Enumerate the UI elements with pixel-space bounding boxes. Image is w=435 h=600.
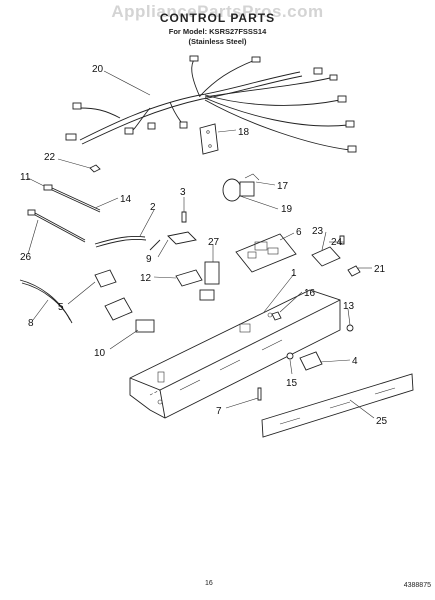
- callout-25: 25: [376, 416, 388, 427]
- callout-2: 2: [150, 202, 156, 213]
- callout-17: 17: [277, 181, 289, 192]
- callout-15: 15: [286, 378, 298, 389]
- leader-lines: [27, 70, 375, 419]
- callout-6: 6: [296, 227, 302, 238]
- wire-harness-drawing: [65, 55, 357, 153]
- watermark: AppliancePartsPros.com: [111, 2, 324, 21]
- part-5-8-switch-wire: [19, 269, 133, 324]
- callout-11: 11: [20, 172, 31, 183]
- callout-14: 14: [120, 194, 132, 205]
- part-3-9-switch: [149, 211, 197, 251]
- callout-1: 1: [291, 268, 297, 279]
- part-2-tube: [94, 235, 146, 245]
- callout-5: 5: [58, 302, 64, 313]
- callout-labels: 20 18 22 11 14 3 17 2 19 26 27 6 23 24 9…: [20, 64, 388, 427]
- document-number: 4388875: [403, 582, 431, 589]
- callout-9: 9: [146, 254, 152, 265]
- callout-26: 26: [20, 252, 32, 263]
- callout-19: 19: [281, 204, 293, 215]
- page-number: 16: [205, 580, 213, 587]
- callout-16: 16: [304, 288, 316, 299]
- part-27-12-parts: [175, 261, 220, 301]
- callout-21: 21: [374, 264, 386, 275]
- callout-22: 22: [44, 152, 56, 163]
- callout-12: 12: [140, 273, 152, 284]
- part-22-clip: [89, 164, 101, 173]
- sensor-wires: [27, 184, 101, 243]
- part-17-19-bulb-socket: [222, 173, 260, 202]
- part-18-plate: [199, 123, 219, 155]
- callout-8: 8: [28, 318, 34, 329]
- callout-20: 20: [92, 64, 104, 75]
- callout-13: 13: [343, 301, 355, 312]
- callout-4: 4: [352, 356, 358, 367]
- diagram-title: CONTROL PARTS: [159, 11, 276, 25]
- callout-3: 3: [180, 187, 186, 198]
- part-7-screw: [257, 387, 262, 401]
- callout-7: 7: [216, 406, 222, 417]
- callout-24: 24: [331, 237, 343, 248]
- part-1-control-housing: [129, 289, 341, 419]
- model-line: For Model: KSRS27FSSS14: [168, 27, 267, 36]
- callout-10: 10: [94, 348, 106, 359]
- callout-27: 27: [208, 237, 220, 248]
- callout-18: 18: [238, 127, 250, 138]
- part-6-control-board: [235, 233, 297, 273]
- part-10-label: [135, 319, 155, 333]
- part-25-front-panel: [261, 373, 414, 438]
- callout-23: 23: [312, 226, 324, 237]
- finish-line: (Stainless Steel): [188, 37, 247, 46]
